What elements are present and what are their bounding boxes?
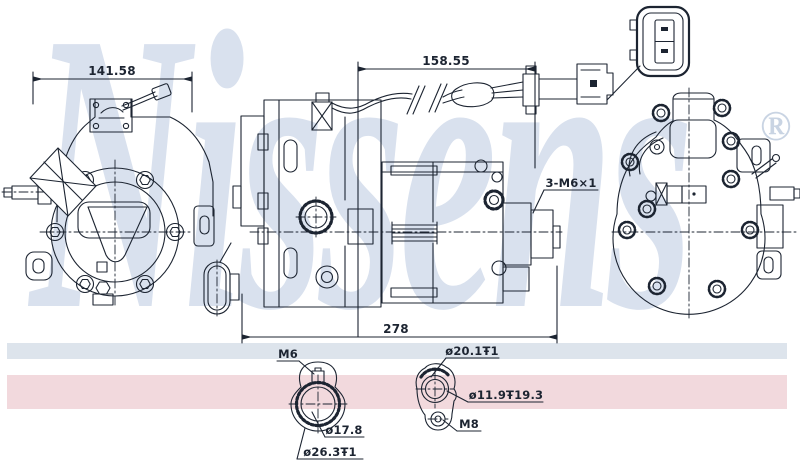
label-overall-length: 278 (383, 322, 409, 336)
label-discharge-bore: ø11.9Ŧ19.3 (469, 388, 544, 402)
front-view (1, 83, 240, 317)
mount-ear (25, 251, 53, 281)
nissens-watermark: Nissens (30, 0, 694, 372)
label-suction-stud: M6 (278, 347, 298, 361)
oval-connector (203, 242, 240, 317)
suction-port: M6 ø17.8 ø26.3Ŧ1 (276, 347, 365, 460)
shaft-stub (11, 185, 39, 200)
terminal-box (89, 98, 133, 133)
rear-view (611, 87, 800, 319)
harness-cable (331, 63, 641, 115)
discharge-port: ø20.1Ŧ1 ø11.9Ŧ19.3 M8 (415, 344, 544, 432)
registered-trademark-icon: ® (760, 104, 792, 150)
label-suction-bore: ø17.8 (325, 423, 362, 437)
label-suction-flange: ø26.3Ŧ1 (303, 445, 357, 459)
label-mount-thread: 3-M6×1 (545, 176, 596, 190)
cable-clip (522, 73, 540, 107)
mount-flange (193, 205, 215, 247)
dimension-harness-length: 158.55 (357, 54, 536, 338)
watermark-text: Nissens (30, 0, 694, 393)
connector-face-view (629, 5, 691, 78)
label-discharge-flange: ø20.1Ŧ1 (445, 344, 499, 358)
label-front-width: 141.58 (88, 64, 136, 78)
highlight-band-pink (7, 375, 787, 409)
label-discharge-stud: M8 (459, 417, 479, 431)
label-harness-length: 158.55 (422, 54, 470, 68)
dimension-overall-length: 278 (241, 265, 558, 344)
callout-mount-thread: 3-M6×1 (532, 176, 599, 214)
dimension-front-width: 141.58 (32, 64, 193, 113)
harness-connector (576, 63, 614, 105)
highlight-band-blue (7, 343, 787, 359)
side-view (232, 92, 563, 308)
